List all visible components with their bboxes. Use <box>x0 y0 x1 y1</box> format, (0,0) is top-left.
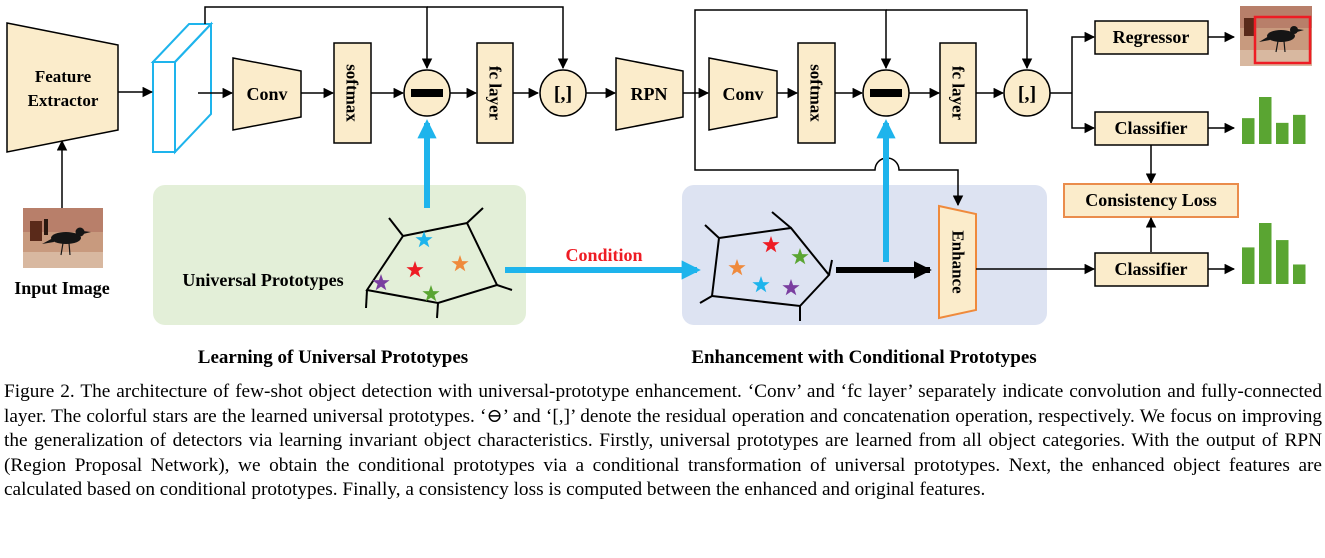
branch-to-classifier-arrow <box>1071 93 1096 134</box>
residual-operation-1 <box>403 69 451 117</box>
prototype-star-purple <box>372 274 390 291</box>
prototype-star-blue <box>415 231 433 248</box>
classifier-label-1: Classifier <box>1115 118 1188 138</box>
learning-section-label: Learning of Universal Prototypes <box>198 347 468 368</box>
classifier-bar <box>1276 122 1289 144</box>
concat-label-2: [,] <box>1018 83 1036 105</box>
classifier-bar <box>1293 264 1306 284</box>
learning-section-background <box>153 185 526 325</box>
universal-prototypes-polygon <box>365 207 513 319</box>
universal-prototype-stars <box>372 231 469 302</box>
classifier-block-2: Classifier <box>1094 252 1209 287</box>
softmax-block-1: softmax <box>333 42 372 144</box>
input-image-thumbnail <box>23 208 103 268</box>
classifier-block-1: Classifier <box>1094 111 1209 146</box>
prototype-star-red <box>406 261 424 278</box>
conv-label-1: Conv <box>246 84 287 104</box>
prototype-star-orange <box>451 255 469 272</box>
regressor-block: Regressor <box>1094 20 1209 55</box>
concat-label-1: [,] <box>554 83 572 105</box>
conditional-star-purple <box>782 279 800 296</box>
classifier-bar <box>1293 114 1306 144</box>
fc-layer-label-1: fc layer <box>486 66 505 121</box>
conv-block-2: Conv <box>708 57 778 131</box>
classifier-output-bars-2 <box>1242 223 1306 284</box>
regressor-label: Regressor <box>1113 27 1190 47</box>
classifier-bar <box>1276 240 1289 284</box>
softmax-label-1: softmax <box>343 64 362 122</box>
conditional-star-orange <box>728 259 746 276</box>
concat-operation-2: [,] <box>1003 69 1051 117</box>
conditional-star-red <box>762 236 780 253</box>
conv-label-2: Conv <box>722 84 763 104</box>
conditional-prototypes-polygon <box>699 211 833 321</box>
branch-to-regressor-arrow <box>1071 31 1096 93</box>
feature-extractor-block: Feature Extractor <box>6 22 119 153</box>
feature-extractor-label-line2: Extractor <box>28 91 99 110</box>
input-image-label: Input Image <box>14 278 110 298</box>
feature-map-block <box>150 21 214 155</box>
prototype-star-green <box>422 285 440 302</box>
rpn-block: RPN <box>615 57 684 131</box>
skip-line-to-residual-1 <box>204 6 433 70</box>
rpn-label: RPN <box>631 84 668 104</box>
classifier-output-bars-1 <box>1242 97 1306 144</box>
figure-caption: Figure 2. The architecture of few-shot o… <box>4 381 1322 501</box>
enhance-block: Enhance <box>938 204 977 320</box>
enhance-label: Enhance <box>949 230 968 294</box>
conditional-star-green <box>791 248 809 265</box>
classifier-bar <box>1259 97 1272 144</box>
softmax-label-2: softmax <box>807 64 826 122</box>
universal-prototypes-label: Universal Prototypes <box>182 270 343 290</box>
enhancement-section-label: Enhancement with Conditional Prototypes <box>691 347 1036 368</box>
skip-line-to-residual-2 <box>694 9 892 93</box>
classifier-bar <box>1242 247 1255 284</box>
classifier-bar <box>1259 223 1272 284</box>
concat-operation-1: [,] <box>539 69 587 117</box>
condition-label: Condition <box>565 245 642 265</box>
residual-operation-2 <box>862 69 910 117</box>
consistency-loss-label: Consistency Loss <box>1085 190 1217 210</box>
feature-extractor-label-line1: Feature <box>35 67 92 86</box>
fc-layer-label-2: fc layer <box>949 66 968 121</box>
fc-layer-block-1: fc layer <box>476 42 514 144</box>
skip-line-to-concat-1 <box>427 6 569 70</box>
conditional-prototype-stars <box>728 236 809 296</box>
fc-layer-block-2: fc layer <box>939 42 977 144</box>
classifier-label-2: Classifier <box>1115 259 1188 279</box>
conditional-star-blue <box>752 276 770 293</box>
softmax-block-2: softmax <box>797 42 836 144</box>
skip-line-to-concat-2 <box>886 9 1033 70</box>
detection-output-image <box>1240 6 1312 66</box>
enhancement-section-background <box>682 185 1047 325</box>
classifier-bar <box>1242 118 1255 144</box>
consistency-loss-block: Consistency Loss <box>1063 183 1239 218</box>
conv-block-1: Conv <box>232 57 302 131</box>
architecture-diagram: Feature Extractor Input Image Conv softm… <box>6 6 1312 368</box>
